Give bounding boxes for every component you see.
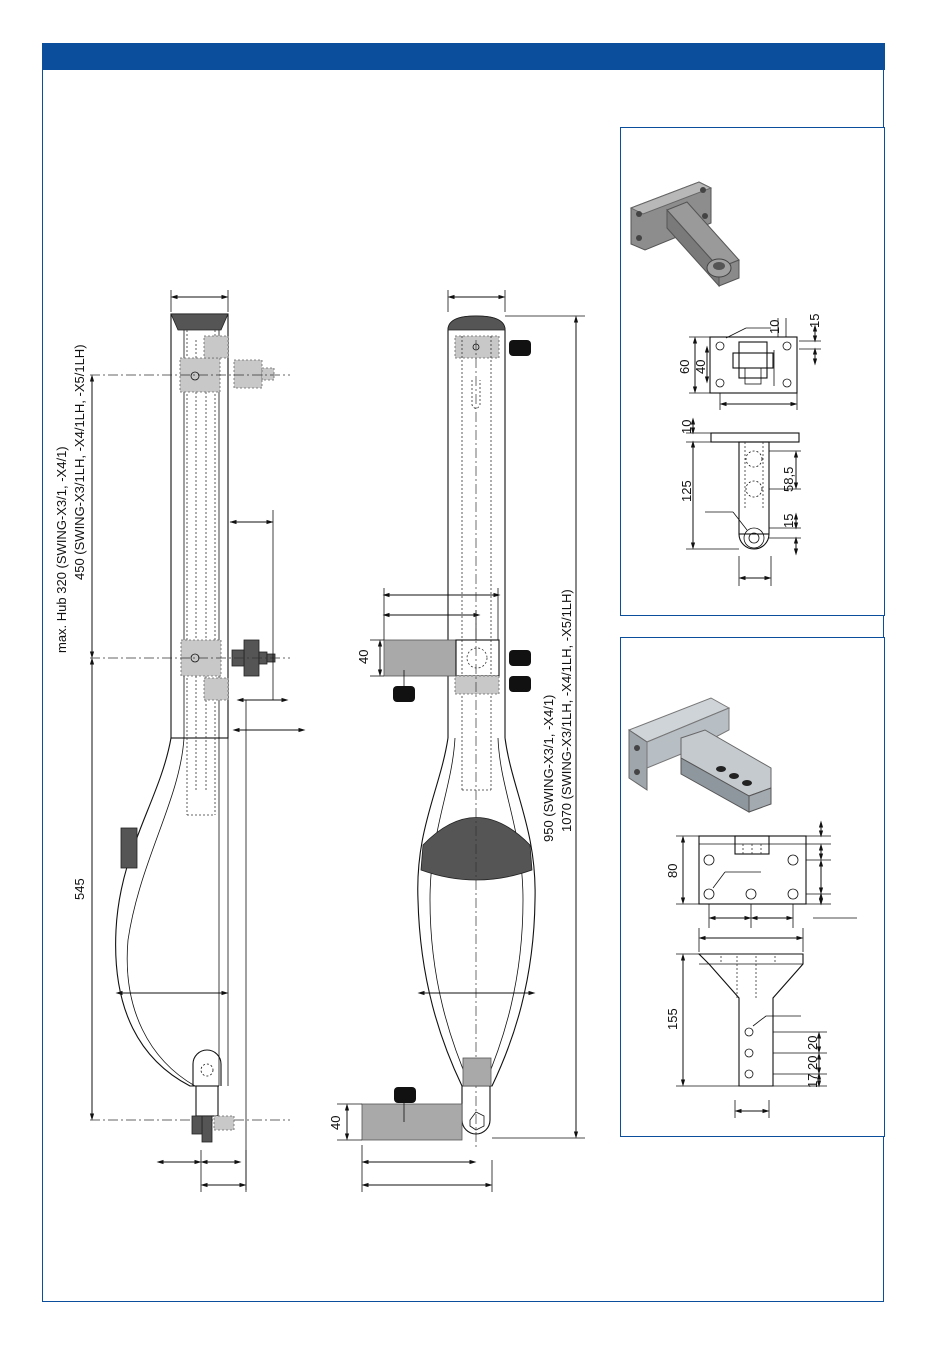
dim-125: 125 [679, 480, 694, 502]
front-length-label: 950 (SWING-X3/1, -X4/1) [541, 695, 556, 842]
dim-17: 17 [805, 1074, 820, 1088]
post-bracket-photo [631, 182, 739, 286]
dim-58-5: 58,5 [781, 467, 796, 492]
wing-bracket-drawing-lines: 80 [665, 824, 857, 1118]
front-length-label-lh: 1070 (SWING-X3/1LH, -X4/1LH, -X5/1LH) [559, 589, 574, 832]
dim-60: 60 [677, 360, 692, 374]
dim-15-top: 15 [807, 314, 822, 328]
post-bracket-panel: 10 15 60 40 [620, 127, 885, 616]
stroke-label-lh: 450 (SWING-X3/1LH, -X4/1LH, -X5/1LH) [72, 344, 87, 580]
dim-155: 155 [665, 1008, 680, 1030]
dim-40: 40 [693, 360, 708, 374]
dim-10-top: 10 [767, 320, 782, 334]
wing-bracket-panel: 80 [620, 637, 885, 1137]
front-view: 40 40 950 (SWING-X3/1, [328, 290, 585, 1192]
front-bracket-height: 40 [356, 650, 371, 664]
dim-15-side: 15 [781, 514, 796, 528]
stroke-label: max. Hub 320 (SWING-X3/1, -X4/1) [54, 446, 69, 653]
wing-bracket-drawing: 80 [621, 638, 886, 1138]
side-length-label: 545 [72, 878, 87, 900]
dim-20-b: 20 [805, 1056, 820, 1070]
dim-80: 80 [665, 864, 680, 878]
wing-bracket-photo [629, 698, 771, 812]
side-view: max. Hub 320 (SWING-X3/1, -X4/1) 450 (SW… [54, 290, 302, 1192]
rear-bracket-height: 40 [328, 1116, 343, 1130]
post-bracket-drawing: 10 15 60 40 [621, 128, 886, 617]
post-bracket-drawing-lines: 10 15 60 40 [677, 314, 822, 586]
dim-10-side: 10 [679, 420, 694, 434]
dim-20-a: 20 [805, 1036, 820, 1050]
